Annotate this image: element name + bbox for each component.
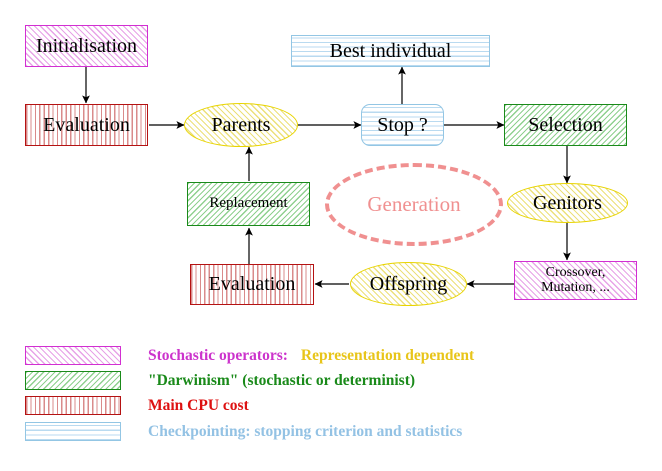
node-evaluation-top[interactable]: Evaluation <box>25 104 148 146</box>
node-crossover-label-line2: Mutation, ... <box>541 279 610 295</box>
node-genitors[interactable]: Genitors <box>507 183 628 223</box>
node-selection[interactable]: Selection <box>504 104 627 146</box>
node-replacement-label: Replacement <box>209 195 288 212</box>
legend-row-darwinism: "Darwinism" (stochastic or determinist) <box>25 371 415 390</box>
legend-row-stochastic: Stochastic operators: Representation dep… <box>25 346 474 365</box>
node-parents-label: Parents <box>211 113 271 136</box>
legend-label-cpu: Main CPU cost <box>148 396 249 414</box>
node-best-individual[interactable]: Best individual <box>291 35 490 67</box>
magenta-hatch-swatch <box>25 346 121 365</box>
node-crossover-mutation[interactable]: Crossover, Mutation, ... <box>514 261 637 300</box>
node-evaluation-bottom-label: Evaluation <box>208 273 296 295</box>
legend-label-stochastic: Stochastic operators: <box>148 346 288 364</box>
legend-row-cpu: Main CPU cost <box>25 396 249 415</box>
node-selection-label: Selection <box>528 113 603 136</box>
node-best-individual-label: Best individual <box>329 39 452 62</box>
node-replacement[interactable]: Replacement <box>187 182 310 226</box>
node-offspring[interactable]: Offspring <box>350 262 467 306</box>
legend-label-darwinism: "Darwinism" (stochastic or determinist) <box>148 371 416 389</box>
legend-row-checkpointing: Checkpointing: stopping criterion and st… <box>25 422 462 441</box>
node-initialisation[interactable]: Initialisation <box>25 25 148 67</box>
node-crossover-label-line1: Crossover, <box>545 264 606 280</box>
node-evaluation-bottom[interactable]: Evaluation <box>190 264 314 305</box>
node-offspring-label: Offspring <box>369 272 448 295</box>
generation-ring: Generation <box>325 163 503 246</box>
red-hatch-swatch <box>25 396 121 415</box>
node-genitors-label: Genitors <box>533 191 602 214</box>
generation-label: Generation <box>367 192 461 216</box>
node-stop-label: Stop ? <box>377 113 428 136</box>
legend-label-checkpointing: Checkpointing: stopping criterion and st… <box>148 422 463 440</box>
green-hatch-swatch <box>25 371 121 390</box>
node-stop[interactable]: Stop ? <box>361 104 444 146</box>
node-initialisation-label: Initialisation <box>35 34 138 57</box>
node-parents[interactable]: Parents <box>184 103 298 147</box>
node-evaluation-top-label: Evaluation <box>43 113 130 136</box>
legend-label-representation: Representation dependent <box>300 346 475 364</box>
blue-hatch-swatch <box>25 422 121 441</box>
